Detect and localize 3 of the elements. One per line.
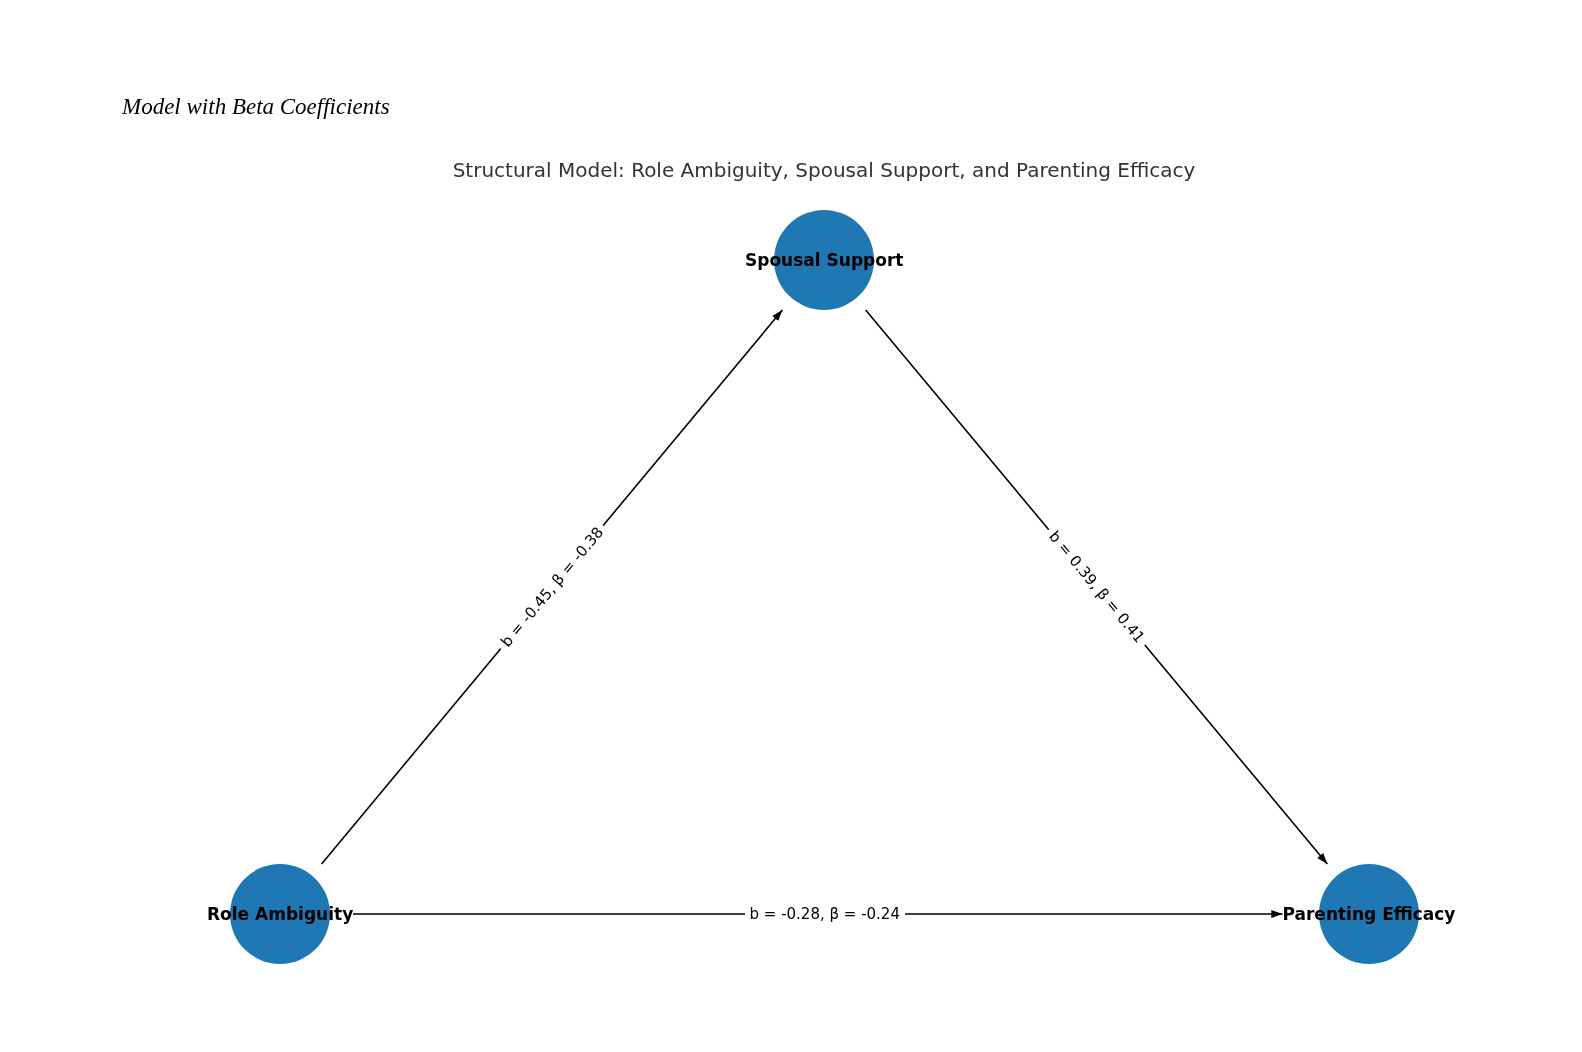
diagram-title: Model with Beta Coefficients <box>122 94 390 120</box>
chart-title: Structural Model: Role Ambiguity, Spousal Support, and Parenting Efficacy <box>451 158 1197 182</box>
edge-label: b = -0.28, β = -0.24 <box>744 905 905 923</box>
